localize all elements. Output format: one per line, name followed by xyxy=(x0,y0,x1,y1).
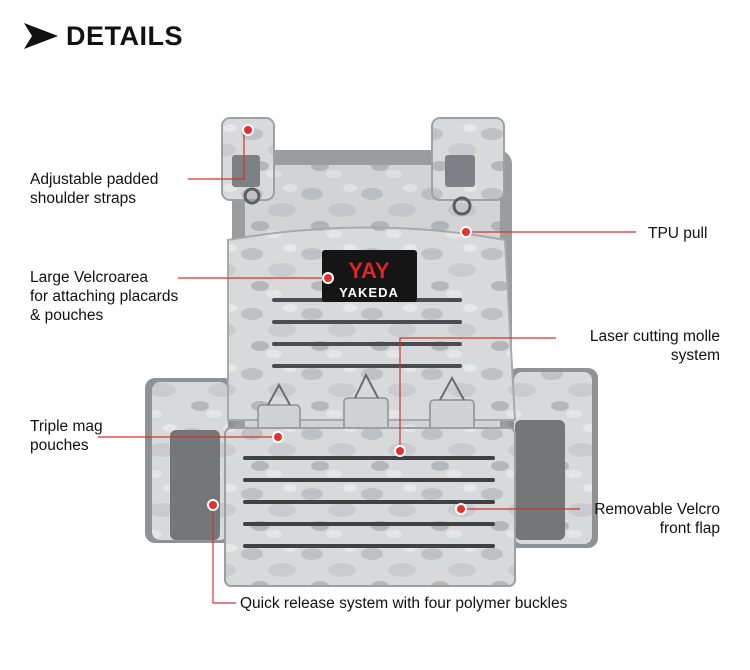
chevron-right-icon xyxy=(24,23,58,49)
callout-velcro: Large Velcroarea for attaching placards … xyxy=(30,269,179,324)
callout-dot-velcro xyxy=(322,272,334,284)
callout-dot-molle xyxy=(394,445,406,457)
callout-dot-release xyxy=(207,499,219,511)
callout-shoulder: Adjustable padded shoulder straps xyxy=(30,171,159,207)
callout-lines xyxy=(98,129,636,604)
callout-tpu: TPU pull xyxy=(648,225,708,242)
right-shoulder-strap xyxy=(431,117,505,216)
callout-molle: Laser cutting molle system xyxy=(589,328,720,364)
right-cummerbund xyxy=(508,368,598,548)
callout-flap: Removable Velcro front flap xyxy=(594,501,720,537)
front-flap xyxy=(224,427,516,587)
details-header: DETAILS xyxy=(24,18,183,54)
brand-patch: YAY YAKEDA xyxy=(322,250,417,302)
brand-name: YAKEDA xyxy=(339,285,399,300)
page-title: DETAILS xyxy=(66,21,183,51)
callout-dot-shoulder xyxy=(242,124,254,136)
callout-dot-flap xyxy=(455,503,467,515)
callout-dot-tpu xyxy=(460,226,472,238)
flap-molle-slots xyxy=(243,456,495,548)
left-cummerbund xyxy=(145,378,235,543)
callout-release: Quick release system with four polymer b… xyxy=(240,595,568,612)
callout-dot-mag xyxy=(272,431,284,443)
callout-mag: Triple mag pouches xyxy=(30,418,103,454)
brand-mark: YAY xyxy=(348,258,390,283)
callout-dots xyxy=(207,124,472,515)
